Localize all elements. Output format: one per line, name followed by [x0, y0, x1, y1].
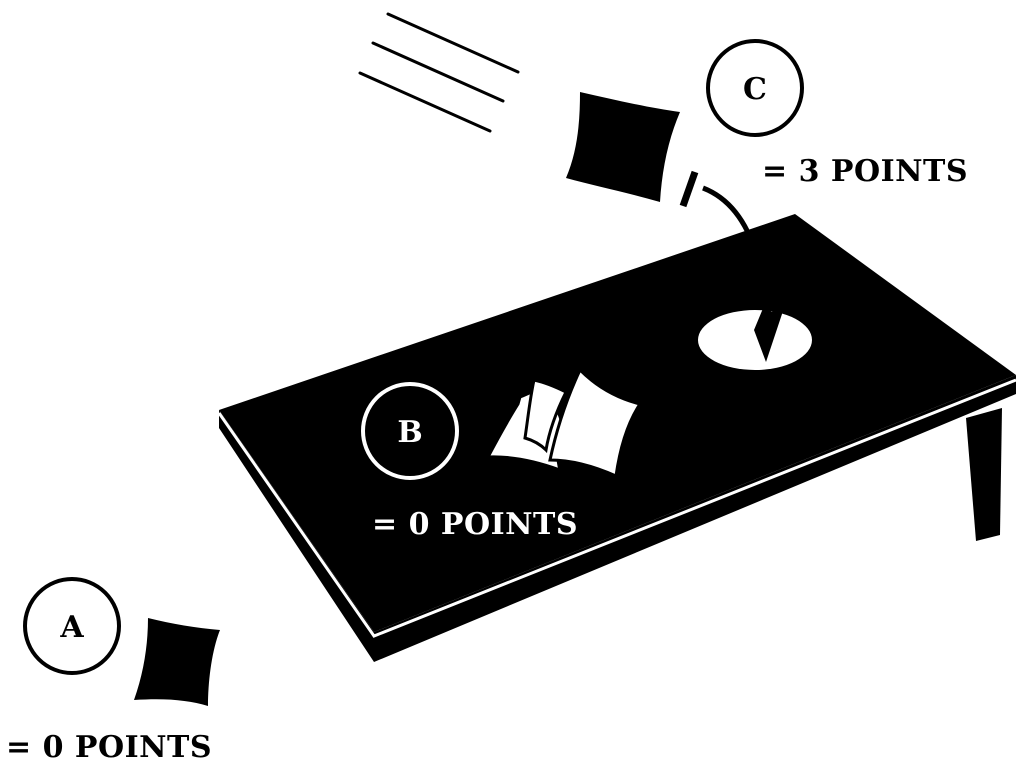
motion-line — [388, 14, 518, 72]
motion-line — [373, 43, 503, 101]
bag-c — [566, 92, 680, 202]
label-b-points: = 0 POINTS — [372, 507, 578, 542]
label-c-letter: C — [743, 72, 767, 107]
label-a-points: = 0 POINTS — [6, 730, 212, 763]
bag-a — [134, 618, 220, 706]
label-b-letter: B — [397, 415, 422, 450]
board-leg — [966, 408, 1002, 541]
motion-line — [360, 73, 490, 131]
label-c: C = 3 POINTS — [708, 41, 968, 189]
label-a-letter: A — [59, 610, 84, 645]
trajectory-tail-bar — [683, 172, 695, 206]
label-c-points: = 3 POINTS — [762, 154, 968, 189]
board-hole — [698, 310, 812, 370]
motion-lines — [360, 14, 518, 131]
